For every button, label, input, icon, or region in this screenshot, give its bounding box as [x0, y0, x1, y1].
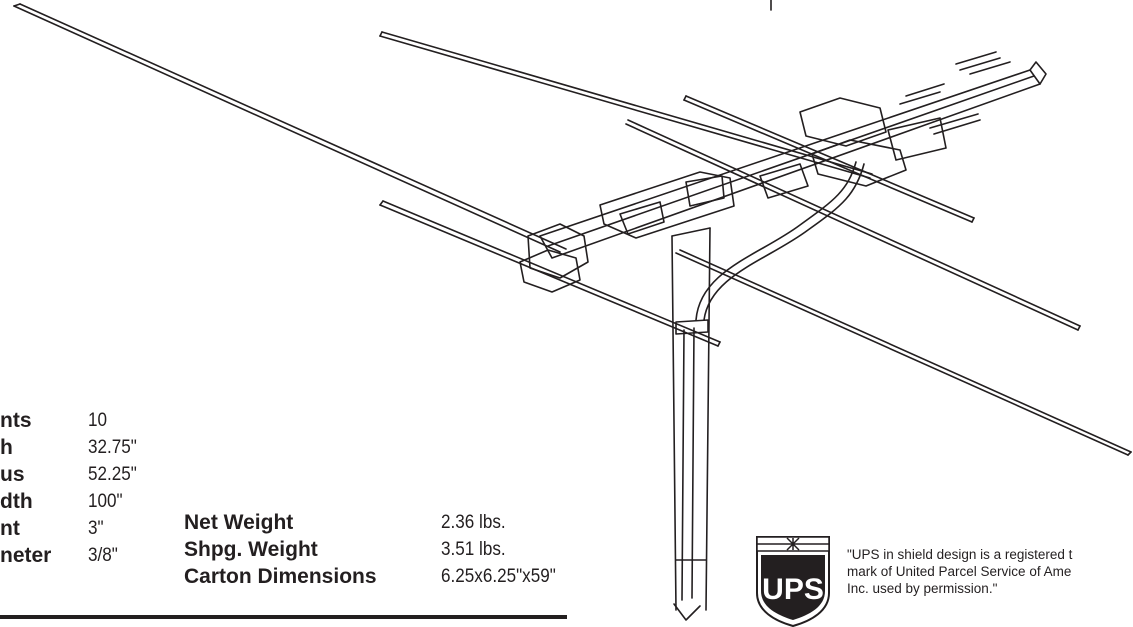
ups-logo-text: UPS: [762, 573, 824, 606]
spec-value: 3.51 lbs.: [441, 539, 506, 560]
spec-value: 3": [88, 518, 104, 539]
ups-shield-logo: UPS: [756, 536, 830, 627]
spec-value: 100": [88, 491, 123, 512]
bottom-rule: [0, 615, 567, 619]
spec-labels-left: nts h us dth nt neter: [0, 407, 51, 569]
spec-label: nt: [0, 517, 20, 540]
spec-value: 10: [88, 410, 108, 431]
spec-labels-right: Net Weight Shpg. Weight Carton Dimension…: [184, 509, 377, 590]
ups-notice-line: "UPS in shield design is a registered t: [847, 547, 1073, 562]
spec-label: neter: [0, 544, 52, 567]
spec-value: 32.75": [88, 437, 137, 458]
ups-notice-line: Inc. used by permission.": [847, 581, 998, 596]
spec-label: h: [0, 436, 13, 459]
spec-label: us: [0, 463, 25, 486]
spec-label: nts: [0, 409, 32, 432]
spec-label: dth: [0, 490, 33, 513]
ups-trademark-notice: "UPS in shield design is a registered t …: [847, 546, 1133, 597]
spec-value: 3/8": [88, 545, 118, 566]
ups-notice-line: mark of United Parcel Service of Ame: [847, 564, 1072, 579]
spec-label: Carton Dimensions: [184, 565, 377, 588]
spec-label: Net Weight: [184, 511, 294, 534]
spec-values-left: 10 32.75" 52.25" 100" 3" 3/8": [88, 407, 142, 569]
spec-value: 6.25x6.25"x59": [441, 566, 556, 587]
spec-values-right: 2.36 lbs. 3.51 lbs. 6.25x6.25"x59": [441, 509, 569, 590]
spec-value: 2.36 lbs.: [441, 512, 506, 533]
spec-label: Shpg. Weight: [184, 538, 318, 561]
spec-value: 52.25": [88, 464, 137, 485]
